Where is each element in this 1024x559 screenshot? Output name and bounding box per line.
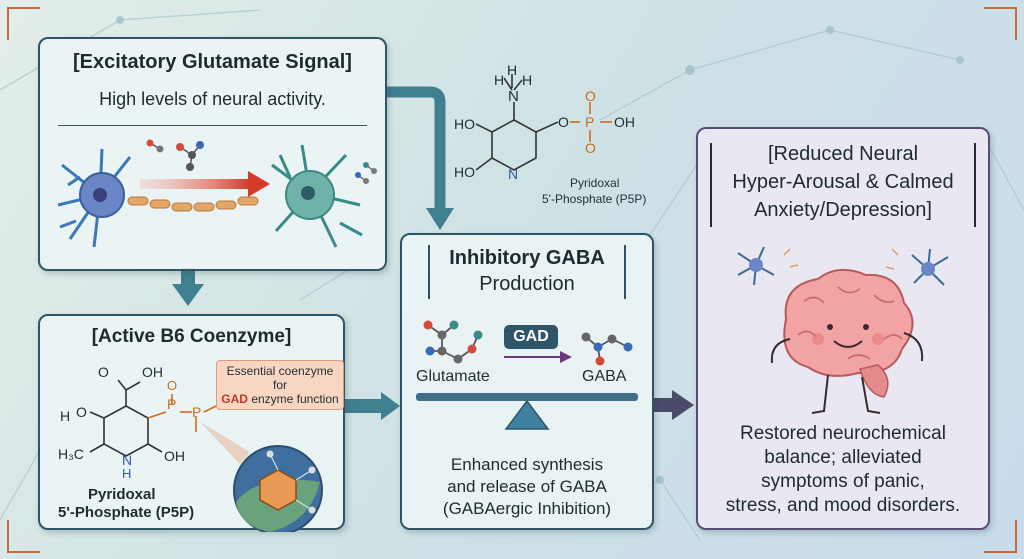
coenzyme-atom-h2: H	[122, 466, 132, 481]
gad-badge-label: GAD	[513, 328, 549, 345]
gaba-line3: (GABAergic Inhibition)	[442, 499, 612, 518]
p5p-top-atom-n2: N	[508, 166, 519, 182]
p5p-top-structure	[475, 74, 612, 171]
outcome-line3: symptoms of panic,	[761, 471, 925, 492]
coenzyme-atom-h: H	[60, 408, 71, 424]
p5p-top-atom-o1: O	[558, 114, 569, 130]
callout-line1: Essential coenzyme for	[226, 364, 334, 392]
coenzyme-atom-o2: O	[76, 404, 87, 420]
coenzyme-atom-o3: O	[167, 378, 178, 393]
outcome-title-bracket	[710, 143, 976, 227]
gaba-line1: Enhanced synthesis	[450, 455, 604, 474]
callout-line2-rest: enzyme function	[251, 392, 339, 406]
calm-brain-illustration	[737, 246, 949, 414]
coenzyme-title: [Active B6 Coenzyme]	[91, 326, 292, 347]
gaba-line2: and release of GABA	[447, 477, 607, 496]
p5p-top-atom-o3: O	[585, 140, 596, 156]
p5p-top-atom-h3: H	[522, 72, 533, 88]
p5p-top-atom-h2: H	[507, 62, 518, 78]
divider	[58, 125, 367, 126]
coenzyme-atom-h3c: H₃C	[58, 446, 84, 462]
gaba-label: GABA	[582, 368, 627, 385]
outcome-line4: stress, and mood disorders.	[725, 495, 961, 516]
outcome-line1: Restored neurochemical	[740, 423, 946, 444]
gaba-title-line1: Inhibitory GABA	[449, 247, 605, 269]
outcome-title-line1: [Reduced Neural	[767, 143, 919, 165]
gad-callout: Essential coenzyme for GAD enzyme functi…	[216, 360, 344, 410]
p5p-top-atom-ho1: HO	[454, 116, 475, 132]
coenzyme-atom-o: O	[98, 364, 109, 380]
p5p-top-atom-h1: H	[494, 72, 505, 88]
p5p-top-atom-ho2: HO	[454, 164, 475, 180]
p5p-top-atom-o2: O	[585, 88, 596, 104]
callout-gad-highlight: GAD	[221, 392, 248, 406]
p5p-top-name-line2: 5'-Phosphate (P5P)	[542, 192, 647, 206]
outcome-title-line3: Anxiety/Depression]	[754, 199, 932, 221]
coenzyme-panel: [Active B6 Coenzyme] O OH H O P O P O H₃…	[38, 314, 345, 532]
neuron-signal-illustration	[57, 139, 377, 248]
p5p-molecule-top: H H H N O O P OH O HO HO N Pyridoxal 5'-…	[440, 60, 680, 220]
coenzyme-structure	[89, 379, 323, 532]
callout-line2: GAD enzyme function	[221, 392, 339, 406]
coenzyme-atom-p2: P	[192, 404, 202, 420]
outcome-panel: [Reduced Neural Hyper-Arousal & Calmed A…	[696, 127, 990, 530]
excitatory-signal-panel: [Excitatory Glutamate Signal] High level…	[38, 37, 387, 271]
coenzyme-atom-n: N	[122, 452, 133, 468]
outcome-title-line2: Hyper-Arousal & Calmed	[732, 171, 954, 193]
gaba-reaction-illustration	[416, 320, 638, 430]
p5p-top-atom-oh: OH	[614, 114, 635, 130]
gad-badge: GAD	[504, 325, 558, 349]
p5p-top-atom-n: N	[508, 88, 519, 105]
excitatory-title: [Excitatory Glutamate Signal]	[73, 51, 352, 73]
coenzyme-name-line1: Pyridoxal	[88, 486, 156, 503]
p5p-top-atom-p: P	[585, 114, 595, 130]
coenzyme-name-line2: 5'-Phosphate (P5P)	[58, 504, 195, 521]
outcome-line2: balance; alleviated	[764, 447, 922, 468]
p5p-top-name-line1: Pyridoxal	[570, 176, 620, 190]
gaba-title-bracket	[428, 245, 626, 299]
gaba-title-line2: Production	[479, 273, 575, 295]
coenzyme-atom-p1: P	[167, 396, 177, 412]
coenzyme-atom-oh2: OH	[164, 448, 185, 464]
gaba-production-panel: Inhibitory GABA Production GAD Glutamate…	[400, 233, 654, 530]
glutamate-label: Glutamate	[416, 368, 490, 385]
coenzyme-atom-oh1: OH	[142, 364, 163, 380]
excitatory-subtitle: High levels of neural activity.	[99, 89, 326, 109]
